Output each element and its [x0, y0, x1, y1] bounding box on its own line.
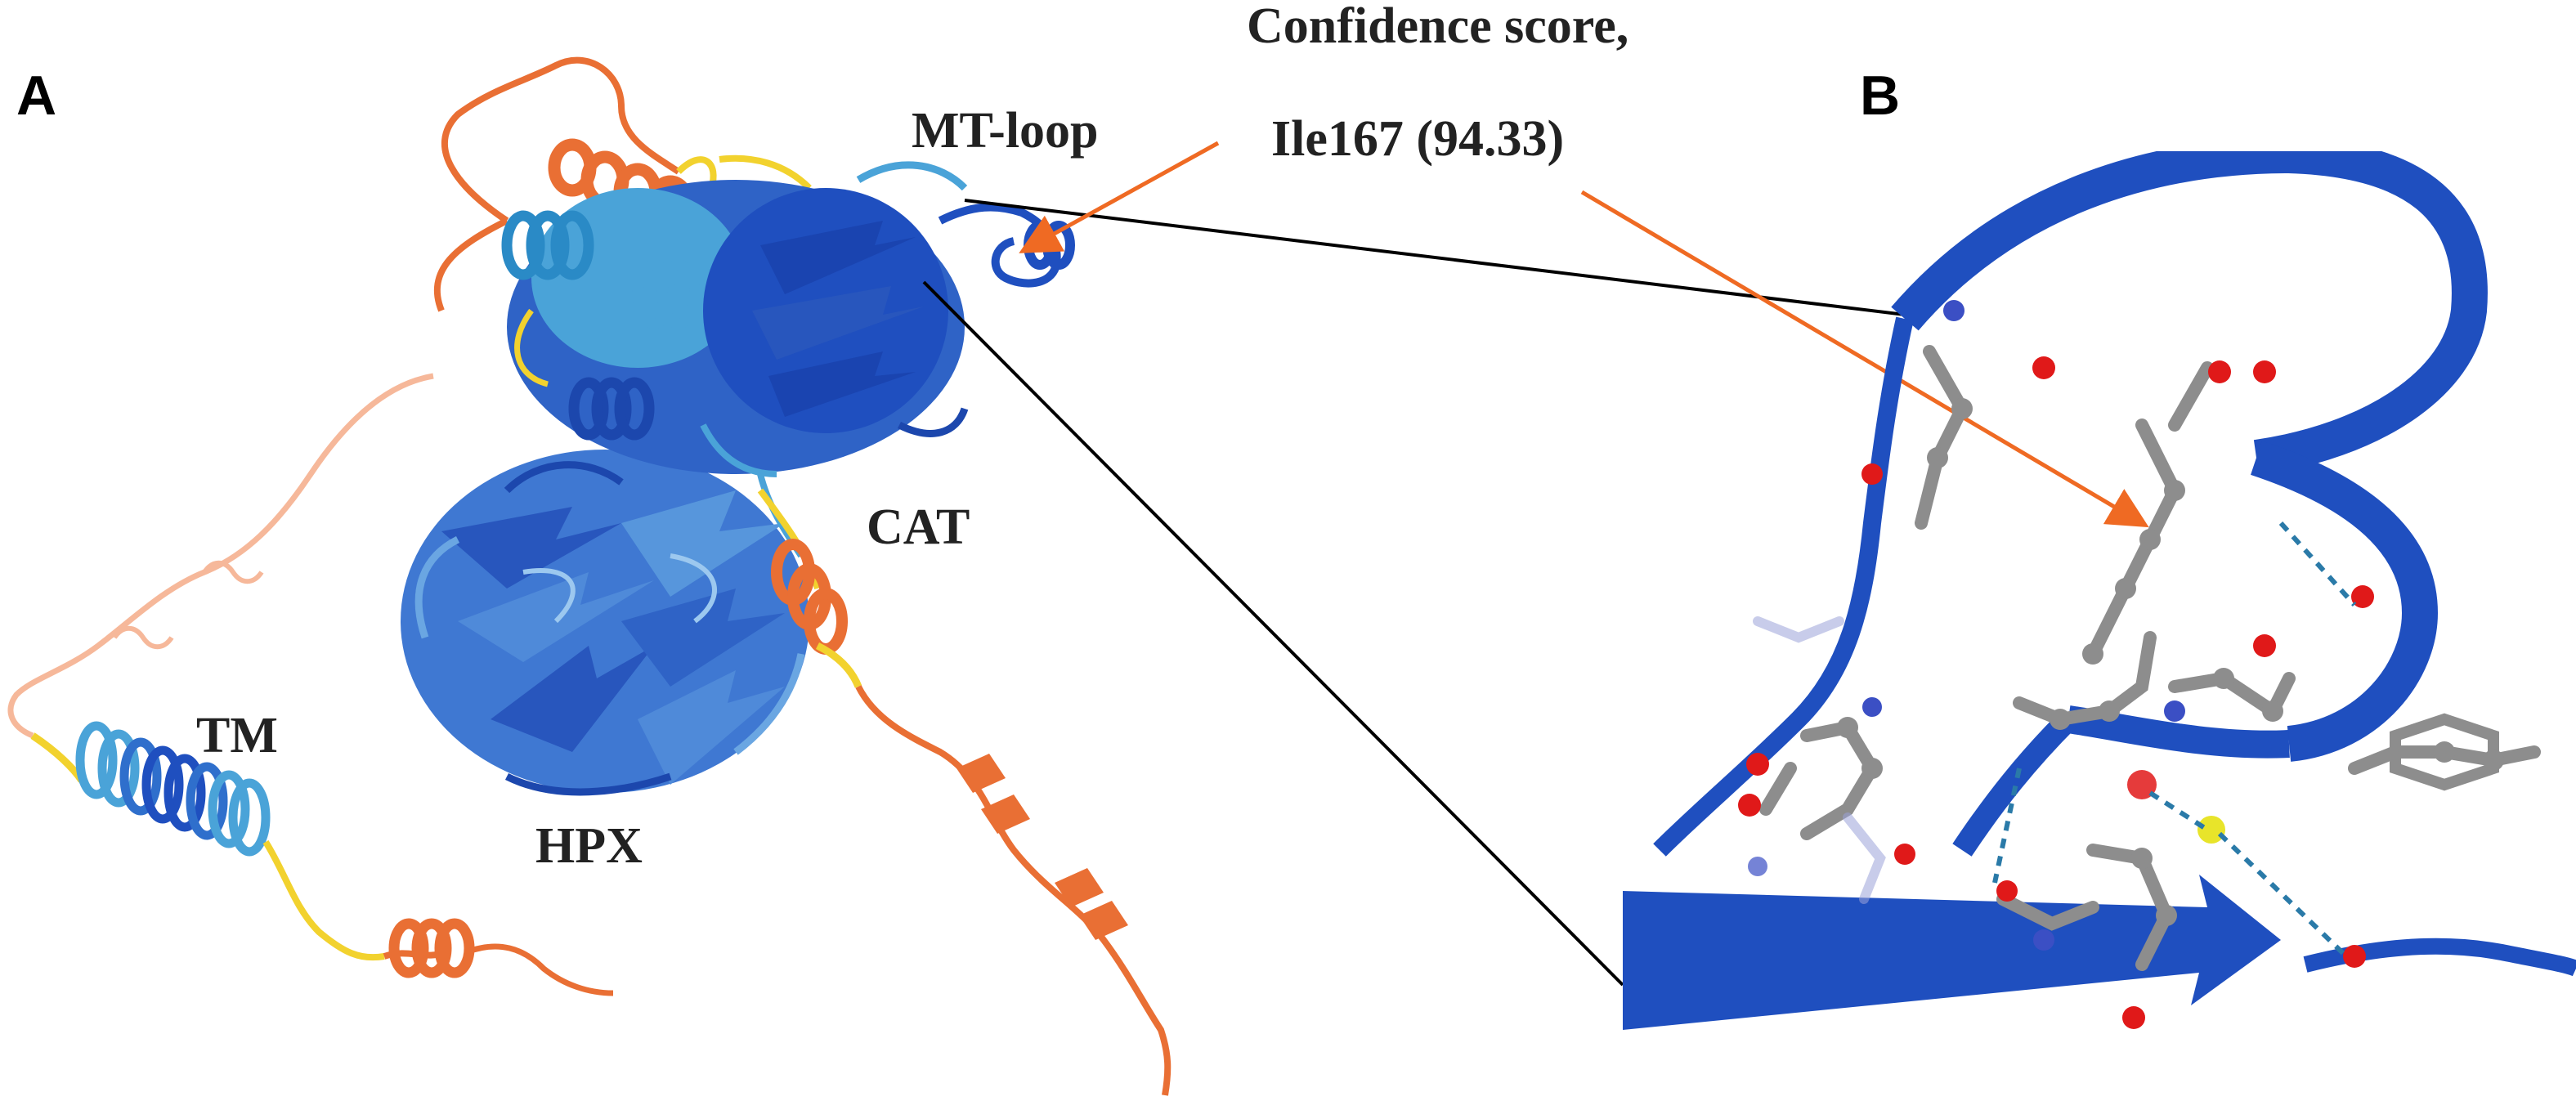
- ile167-label: Ile167 (94.33): [1271, 111, 1564, 167]
- ile167-arrow: [1580, 190, 2149, 528]
- c-terminal-tail: [855, 685, 1172, 1096]
- cat-domain: [501, 161, 969, 477]
- hpx-label: HPX: [535, 818, 643, 874]
- orange-helix-bottom: [388, 918, 475, 978]
- mt-loop-label: MT-loop: [912, 103, 1099, 159]
- panel-a-letter: A: [16, 65, 56, 127]
- disordered-tail: [7, 373, 434, 739]
- zoom-line-bottom: [922, 280, 1624, 987]
- tm-label: TM: [196, 708, 278, 763]
- panel-a-structure: [7, 56, 1172, 1096]
- residue-sticks: [1759, 345, 2541, 971]
- confidence-score-label: Confidence score,: [1247, 0, 1628, 54]
- hpx-domain: [401, 450, 809, 796]
- zoom-line-top: [964, 199, 1906, 316]
- cat-label: CAT: [867, 499, 970, 555]
- carbon-atoms: [1837, 398, 2504, 926]
- hydrogen-bonds: [1992, 521, 2357, 959]
- c-terminal-helix: [771, 539, 848, 655]
- panel-b-zoom: [1623, 151, 2576, 1030]
- mt-loop-arrow: [1019, 141, 1220, 253]
- mt-loop-structure: [938, 203, 1061, 288]
- panel-b-letter: B: [1860, 65, 1900, 127]
- oxygen-atoms: [1738, 356, 2374, 1029]
- tm-helix: [75, 721, 271, 857]
- sulfur-atom: [2197, 816, 2225, 844]
- nitrogen-atoms: [1748, 300, 2185, 951]
